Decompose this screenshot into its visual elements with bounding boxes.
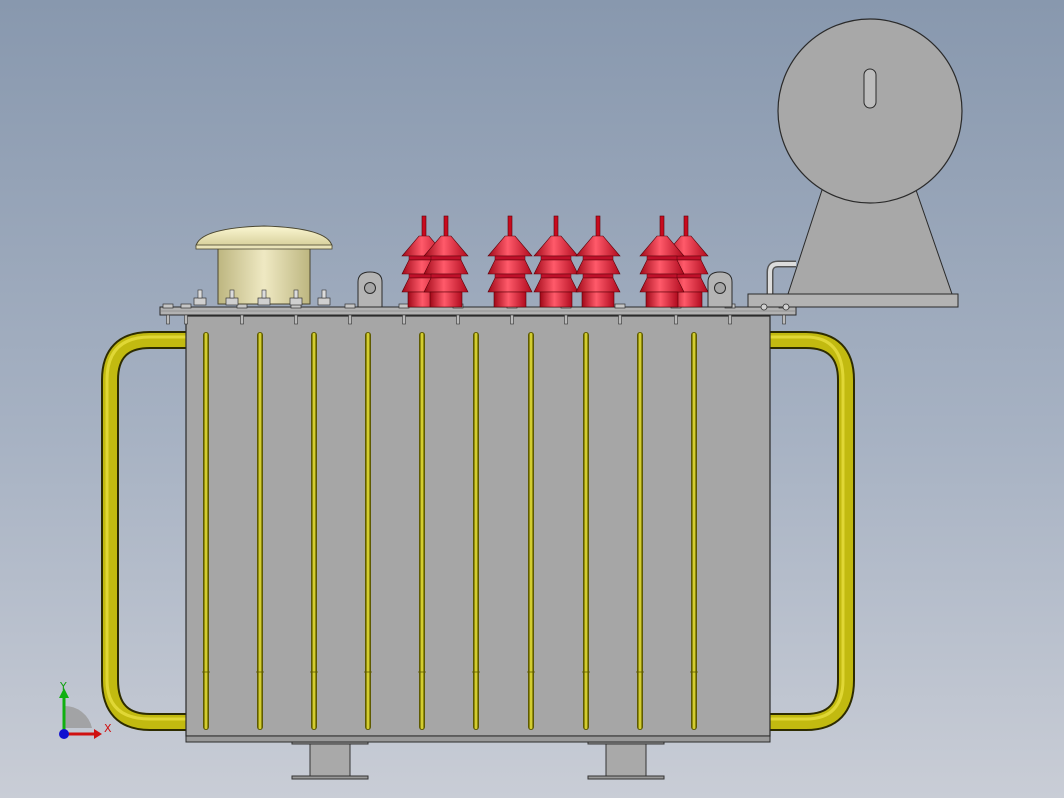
bushing [423, 215, 469, 308]
cooling-fin [636, 332, 644, 730]
left-radiator-pipe [101, 331, 188, 731]
breather-bolt [193, 289, 207, 306]
cover-bolt [614, 303, 626, 325]
bushings [401, 215, 709, 308]
lifting-lug-left [357, 271, 383, 308]
conservator [747, 18, 963, 311]
breather-bolt [317, 289, 331, 306]
cooling-fins [202, 332, 698, 730]
cooling-fin [690, 332, 698, 730]
cover-bolt [162, 303, 174, 325]
breather-bolts [193, 289, 331, 306]
right-radiator-pipe [768, 331, 855, 731]
cooling-fin [202, 332, 210, 730]
cooling-fin [310, 332, 318, 730]
bushing [487, 215, 533, 308]
lifting-lug-right [707, 271, 733, 308]
breather-bolt [289, 289, 303, 306]
cooling-fin [418, 332, 426, 730]
bushing [575, 215, 621, 308]
bushing [533, 215, 579, 308]
cooling-fin [527, 332, 535, 730]
cooling-fin [364, 332, 372, 730]
breather-bolt [257, 289, 271, 306]
conservator-pipe [766, 260, 796, 296]
cover-bolt [344, 303, 356, 325]
triad-x-label: X [104, 722, 112, 735]
cooling-fin [256, 332, 264, 730]
cooling-fin [472, 332, 480, 730]
cover-bolt [180, 303, 192, 325]
tank-cover [159, 306, 797, 316]
triad-y-label: Y [59, 680, 67, 693]
breather-bolt [225, 289, 239, 306]
cooling-fin [582, 332, 590, 730]
tank-feet [291, 739, 665, 780]
coordinate-triad: Y X [59, 680, 112, 739]
bushing [639, 215, 685, 308]
